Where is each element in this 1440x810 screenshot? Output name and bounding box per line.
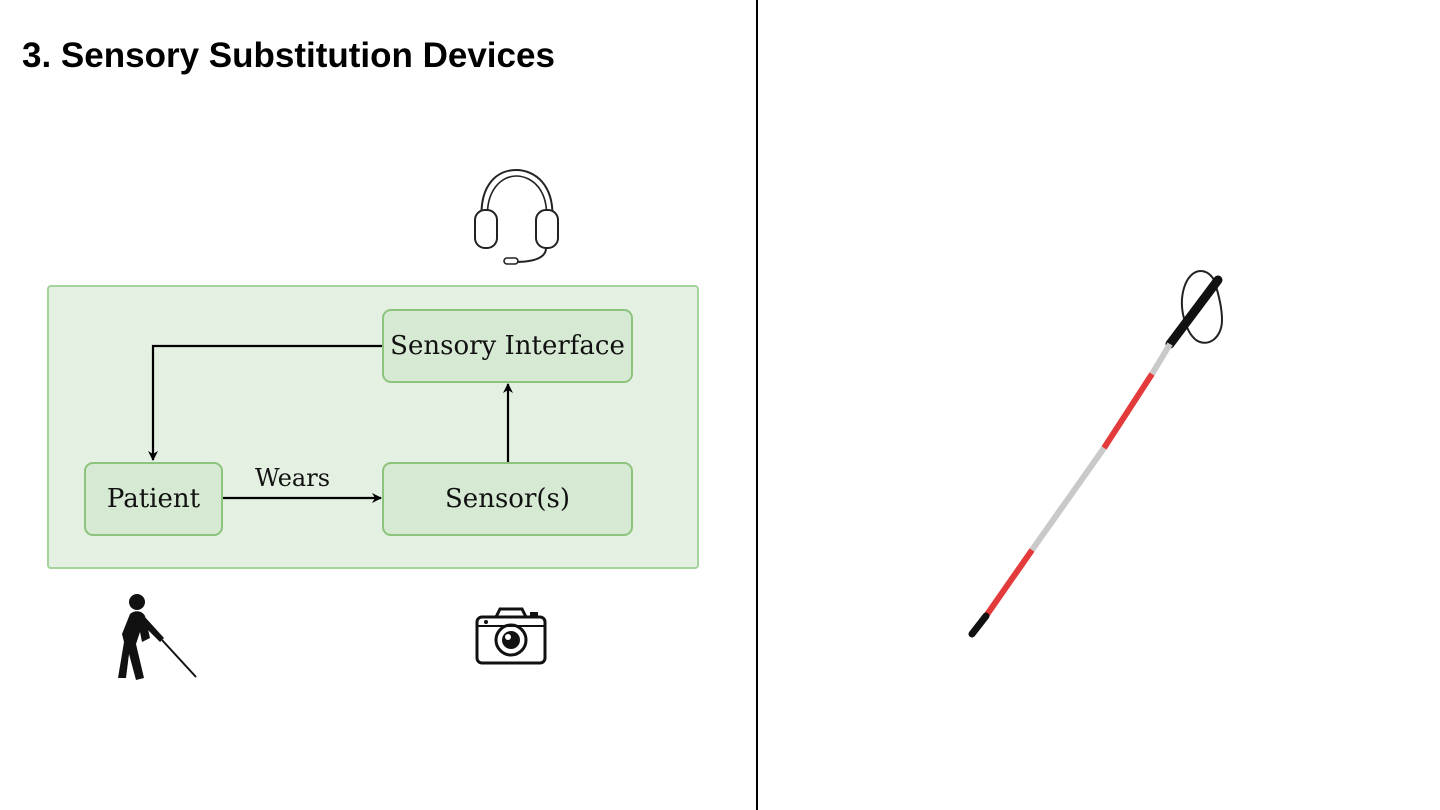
patient-node: Patient	[84, 462, 223, 536]
vertical-divider	[756, 0, 758, 810]
headphones-icon	[474, 168, 559, 265]
sensors-node: Sensor(s)	[382, 462, 633, 536]
sensory-interface-node: Sensory Interface	[382, 309, 633, 383]
slide-title: 3. Sensory Substitution Devices	[22, 36, 555, 75]
arrow-interface-to-patient	[148, 344, 383, 461]
camera-icon	[475, 607, 547, 665]
edge-label-wears: Wears	[255, 464, 331, 492]
white-cane-icon	[968, 270, 1224, 638]
blind-person-with-cane-icon	[118, 594, 197, 680]
